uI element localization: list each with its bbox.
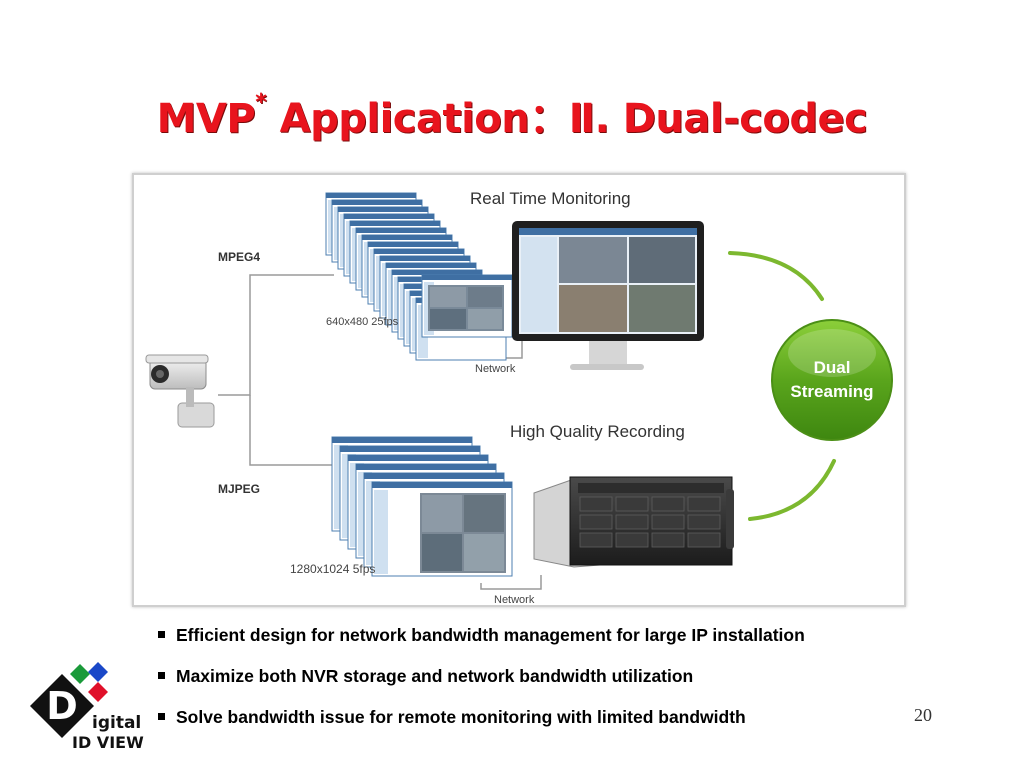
title-main: MVP	[156, 96, 256, 142]
logo-word2: ID VIEW	[72, 733, 144, 752]
bullet-square-icon	[158, 713, 165, 720]
top-resolution-label: 640x480 25fps	[326, 316, 399, 328]
bullet-list: Efficient design for network bandwidth m…	[156, 624, 805, 747]
top-arc	[728, 251, 824, 301]
bottom-codec-label: MJPEG	[218, 482, 260, 496]
top-network-label: Network	[475, 363, 516, 375]
bottom-heading: High Quality Recording	[510, 422, 685, 441]
logo-word1: igital	[92, 713, 141, 733]
logo-black-diamond	[30, 674, 94, 738]
bullet-item: Solve bandwidth issue for remote monitor…	[156, 706, 805, 747]
bullet-item: Maximize both NVR storage and network ba…	[156, 665, 805, 706]
monitor-icon	[512, 221, 704, 370]
top-codec-label: MPEG4	[218, 250, 260, 264]
bullet-text: Solve bandwidth issue for remote monitor…	[176, 707, 746, 727]
top-screen-stack	[325, 192, 513, 361]
title-superscript: *	[255, 90, 267, 115]
bullet-text: Efficient design for network bandwidth m…	[176, 625, 805, 645]
bullet-text: Maximize both NVR storage and network ba…	[176, 666, 694, 686]
bullet-square-icon	[158, 672, 165, 679]
bottom-screen-stack	[331, 436, 513, 577]
top-heading: Real Time Monitoring	[470, 189, 631, 208]
page-number: 20	[914, 705, 932, 725]
logo-red-diamond	[88, 682, 108, 702]
bottom-arc	[748, 459, 836, 521]
bottom-resolution-label: 1280x1024 5fps	[290, 562, 375, 576]
logo-green-diamond	[70, 664, 90, 684]
nvr-recorder-icon	[533, 476, 734, 568]
slide-title: MVP* Application：Ⅱ. Dual-codec	[0, 86, 1024, 144]
dual-codec-diagram: MPEG4 MJPEG 640x480 25	[132, 173, 906, 607]
badge-line2: Streaming	[790, 382, 873, 401]
bottom-network-label: Network	[494, 594, 535, 605]
camera-icon	[145, 354, 215, 428]
title-rest: Application：Ⅱ. Dual-codec	[266, 96, 868, 142]
dual-streaming-badge: Dual Streaming	[771, 319, 893, 441]
bullet-item: Efficient design for network bandwidth m…	[156, 624, 805, 665]
digital-id-view-logo: D igital ID VIEW	[30, 662, 144, 752]
bullet-square-icon	[158, 631, 165, 638]
logo-blue-diamond	[88, 662, 108, 682]
badge-line1: Dual	[814, 358, 851, 377]
logo-letter: D	[46, 684, 78, 728]
